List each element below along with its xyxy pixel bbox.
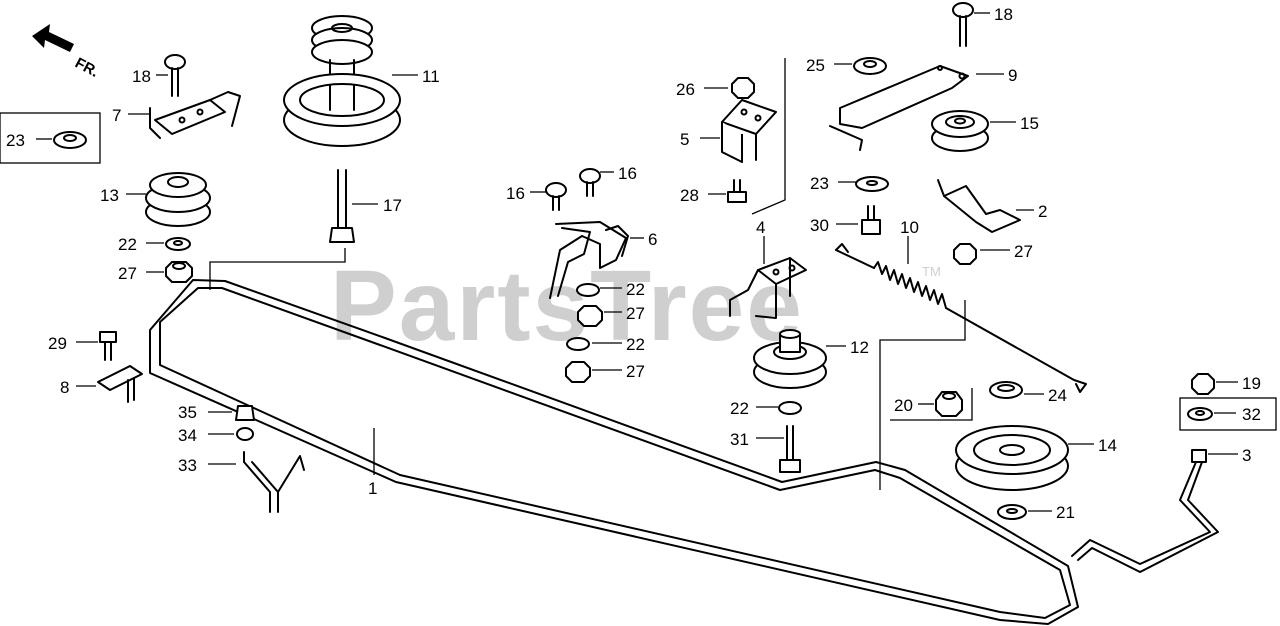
bracket-4[interactable] [729, 257, 807, 319]
nut-35[interactable] [235, 405, 255, 421]
callout-20: 20 [894, 396, 913, 415]
callout-9: 9 [1008, 66, 1017, 85]
callout-31: 31 [730, 430, 749, 449]
callout-3: 3 [1242, 446, 1251, 465]
callout-2: 2 [1038, 202, 1047, 221]
callout-13: 13 [100, 186, 119, 205]
callout-26: 26 [676, 80, 695, 99]
nut-19[interactable] [1191, 373, 1215, 395]
washer-24[interactable] [989, 381, 1023, 399]
callout-32: 32 [1242, 405, 1261, 424]
nut-27a[interactable] [165, 261, 193, 283]
callout-7: 7 [112, 106, 121, 125]
nut-27b[interactable] [577, 305, 603, 327]
bracket-7[interactable] [149, 91, 241, 139]
cap-25[interactable] [853, 57, 887, 75]
rod-33[interactable] [243, 451, 305, 513]
group-bracket-5 [751, 58, 786, 215]
drive-belt[interactable] [149, 279, 1079, 625]
callout-27a: 27 [118, 264, 137, 283]
washer-23b[interactable] [855, 176, 889, 192]
bolt-18a[interactable] [164, 54, 186, 97]
washer-22a[interactable] [165, 237, 191, 251]
bracket-2[interactable] [937, 179, 1021, 233]
callout-4: 4 [756, 218, 765, 237]
nut-27c[interactable] [565, 361, 591, 383]
callout-28: 28 [680, 186, 699, 205]
washer-23a[interactable] [53, 131, 87, 149]
bolt-31[interactable] [779, 425, 801, 473]
watermark-trademark: TM [922, 264, 941, 279]
callout-6: 6 [648, 230, 657, 249]
bolt-16a[interactable] [545, 182, 567, 211]
bolt-17[interactable] [329, 169, 355, 243]
callout-19: 19 [1242, 374, 1261, 393]
bracket-5[interactable] [721, 99, 777, 163]
callout-27d: 27 [1014, 242, 1033, 261]
callout-25: 25 [806, 56, 825, 75]
nut-20[interactable] [935, 391, 963, 417]
callout-34: 34 [178, 426, 197, 445]
callout-27c: 27 [626, 362, 645, 381]
callout-24: 24 [1048, 386, 1067, 405]
callout-11: 11 [422, 67, 440, 86]
callout-15: 15 [1020, 114, 1039, 133]
callout-22a: 22 [118, 235, 137, 254]
pulley-12[interactable] [753, 329, 827, 389]
washer-22c[interactable] [566, 337, 590, 351]
callout-33: 33 [178, 456, 197, 475]
spacer-34[interactable] [236, 427, 254, 441]
bolt-16b[interactable] [579, 168, 601, 197]
callout-22d: 22 [730, 399, 749, 418]
nut-26[interactable] [731, 77, 755, 99]
part-23-box [0, 112, 101, 164]
callout-10: 10 [900, 218, 919, 237]
part-32-box [1179, 397, 1277, 431]
callout-12: 12 [850, 338, 869, 357]
callout-5: 5 [680, 130, 689, 149]
callout-27b: 27 [626, 304, 645, 323]
callout-18a: 18 [132, 67, 151, 86]
callout-8: 8 [60, 378, 69, 397]
callout-14: 14 [1098, 436, 1117, 455]
callout-21: 21 [1056, 503, 1075, 522]
callout-22b: 22 [626, 280, 645, 299]
callout-18b: 18 [994, 5, 1013, 24]
pulley-15[interactable] [931, 110, 989, 152]
pulley-11[interactable] [283, 15, 401, 147]
rod-3[interactable] [1071, 449, 1219, 573]
pulley-13[interactable] [145, 172, 211, 227]
bolt-30[interactable] [861, 205, 881, 235]
callout-23b: 23 [810, 174, 829, 193]
callout-30: 30 [810, 216, 829, 235]
group-bracket-20 [890, 388, 973, 421]
front-arrow-icon [32, 24, 74, 52]
bracket-8[interactable] [97, 365, 143, 403]
callout-22c: 22 [626, 335, 645, 354]
bolt-18b[interactable] [952, 2, 974, 47]
callout-23a: 23 [6, 131, 25, 150]
bolt-29[interactable] [99, 331, 117, 361]
washer-32[interactable] [1187, 407, 1213, 421]
callout-29: 29 [48, 334, 67, 353]
callout-16b: 16 [618, 164, 637, 183]
bracket-6[interactable] [549, 221, 629, 299]
arm-9[interactable] [829, 65, 969, 151]
pulley-14[interactable] [955, 425, 1069, 491]
washer-21[interactable] [997, 504, 1027, 520]
callout-35: 35 [178, 403, 197, 422]
spring-10[interactable] [835, 243, 1087, 393]
callout-16a: 16 [506, 184, 525, 203]
nut-27d[interactable] [953, 243, 977, 265]
front-label: FR. [72, 55, 101, 81]
washer-22d[interactable] [778, 401, 802, 415]
callout-1: 1 [368, 479, 377, 498]
washer-22b[interactable] [576, 283, 600, 297]
bolt-28[interactable] [727, 179, 747, 203]
callout-17: 17 [383, 196, 402, 215]
